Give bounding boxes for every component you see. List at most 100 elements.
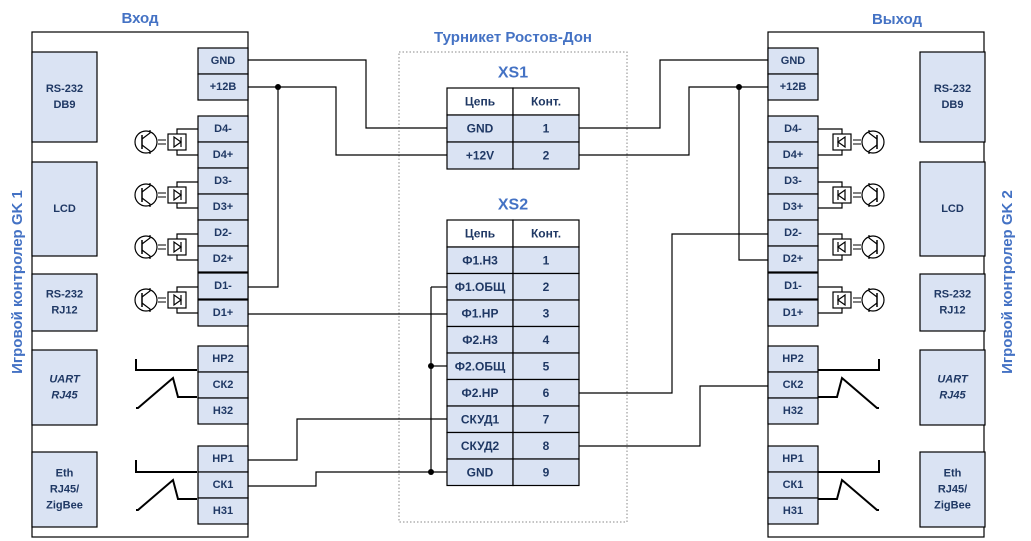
right-terminal-label: Н32: [783, 405, 803, 417]
left-module-box: [31, 349, 98, 426]
xs2-row-contact: 9: [543, 465, 550, 479]
right-terminal-label: НР1: [782, 453, 803, 465]
xs2-row-circuit: Ф2.НР: [462, 386, 499, 400]
left-terminal-label: D2+: [213, 253, 234, 265]
left-module-label: RJ45/: [50, 484, 79, 496]
right-terminal-label: D3+: [783, 201, 804, 213]
right-module-box: [919, 273, 986, 332]
xs2-row-circuit: Ф2.Н3: [462, 333, 498, 347]
left-terminal-label: НР1: [212, 453, 233, 465]
right-terminal-cell: [767, 73, 819, 101]
left-terminal-block: GND+12BD4-D4+D3-D3+D2-D2+D1-D1+НР2СК2Н32…: [197, 47, 249, 525]
xs2-row-circuit: СКУД2: [461, 439, 500, 453]
left-module-box: [31, 51, 98, 143]
left-terminal-label: D4+: [213, 149, 234, 161]
xs2-row-circuit: GND: [467, 465, 494, 479]
xs2-cell: [446, 272, 514, 301]
xs2-row-circuit: Ф2.ОБЩ: [455, 359, 506, 373]
left-terminal-cell: [197, 272, 249, 300]
left-module-label: ZigBee: [46, 500, 83, 512]
right-module-label: UART: [937, 374, 969, 386]
right-terminal-cell: [767, 47, 819, 75]
right-module-label: LCD: [941, 203, 964, 215]
left-terminal-cell: [197, 245, 249, 273]
xs2-cell: [512, 325, 580, 354]
left-terminal-label: СК1: [213, 479, 234, 491]
xs2-row-contact: 4: [543, 333, 550, 347]
left-terminal-cell: [197, 73, 249, 101]
xs2-row-circuit: СКУД1: [461, 412, 500, 426]
right-terminal-label: D1+: [783, 307, 804, 319]
right-terminal-label: D2+: [783, 253, 804, 265]
xs2-row-contact: 6: [543, 386, 550, 400]
left-terminal-cell: [197, 497, 249, 525]
left-module-label: UART: [49, 374, 81, 386]
left-terminal-cell: [197, 397, 249, 425]
right-terminal-label: D1-: [784, 280, 802, 292]
left-terminal-label: D4-: [214, 123, 232, 135]
left-terminal-cell: [197, 219, 249, 247]
right-module-box: [919, 451, 986, 528]
left-module-box: [31, 161, 98, 257]
right-terminal-label: СК1: [783, 479, 804, 491]
xs2-row-contact: 5: [543, 359, 550, 373]
right-module-box: [919, 349, 986, 426]
left-terminal-label: НР2: [212, 353, 233, 365]
right-terminal-label: Н31: [783, 505, 803, 517]
xs2-cell: [512, 405, 580, 434]
left-terminal-cell: [197, 371, 249, 399]
xs1-cell: [446, 141, 514, 170]
xs1-header-contact: Конт.: [531, 95, 561, 109]
right-terminal-cell: [767, 445, 819, 473]
right-module-label: RJ12: [939, 305, 965, 317]
xs2-cell: [512, 458, 580, 487]
left-module-label: LCD: [53, 203, 76, 215]
relay-contact-icons: [135, 359, 880, 511]
right-module-label: DB9: [941, 99, 963, 111]
left-terminal-label: D1-: [214, 280, 232, 292]
right-module-label: RJ45: [939, 390, 966, 402]
xs2-row-circuit: Ф1.Н3: [462, 253, 498, 267]
right-terminal-label: D3-: [784, 175, 802, 187]
turnstile-box: [398, 51, 628, 523]
left-module-label: RJ45: [51, 390, 78, 402]
xs1-cell: [512, 141, 580, 170]
optocoupler-icons-left: [134, 128, 213, 314]
optocoupler-icon: [134, 233, 213, 261]
xs2-header-circuit: Цепь: [465, 227, 495, 241]
right-terminal-cell: [767, 141, 819, 169]
right-terminal-label: +12B: [780, 81, 807, 93]
xs1-row-contact: 2: [543, 149, 550, 163]
xs2-row-contact: 7: [543, 412, 550, 426]
right-vertical-label: Игровой контролер GK 2: [999, 190, 1016, 374]
right-modules: RS-232DB9LCDRS-232RJ12UARTRJ45EthRJ45/Zi…: [919, 51, 986, 528]
xs2-row-circuit: Ф1.НР: [462, 306, 499, 320]
xs2-header-contact: Конт.: [531, 227, 561, 241]
xs2-cell: [512, 378, 580, 407]
right-terminal-cell: [767, 345, 819, 373]
left-terminal-label: D3+: [213, 201, 234, 213]
right-terminal-label: D4+: [783, 149, 804, 161]
xs2-row-circuit: Ф1.ОБЩ: [455, 280, 506, 294]
left-module-label: RS-232: [46, 289, 83, 301]
right-module-label: ZigBee: [934, 500, 971, 512]
xs1-name: XS1: [498, 65, 528, 82]
left-terminal-cell: [197, 471, 249, 499]
left-module-label: Eth: [56, 468, 74, 480]
left-terminal-label: Н32: [213, 405, 233, 417]
xs2-row-contact: 3: [543, 306, 550, 320]
right-module-box: [919, 161, 986, 257]
xs2-row-contact: 1: [543, 253, 550, 267]
left-terminal-label: GND: [211, 55, 236, 67]
left-terminal-cell: [197, 299, 249, 327]
right-terminal-label: D2-: [784, 227, 802, 239]
left-terminal-cell: [197, 193, 249, 221]
left-heading: Вход: [121, 10, 159, 27]
left-terminal-label: СК2: [213, 379, 234, 391]
xs1-row-circuit: +12V: [466, 149, 494, 163]
left-terminal-cell: [197, 345, 249, 373]
xs2-name: XS2: [498, 197, 528, 214]
diagram-title: Турникет Ростов-Дон: [434, 29, 592, 46]
